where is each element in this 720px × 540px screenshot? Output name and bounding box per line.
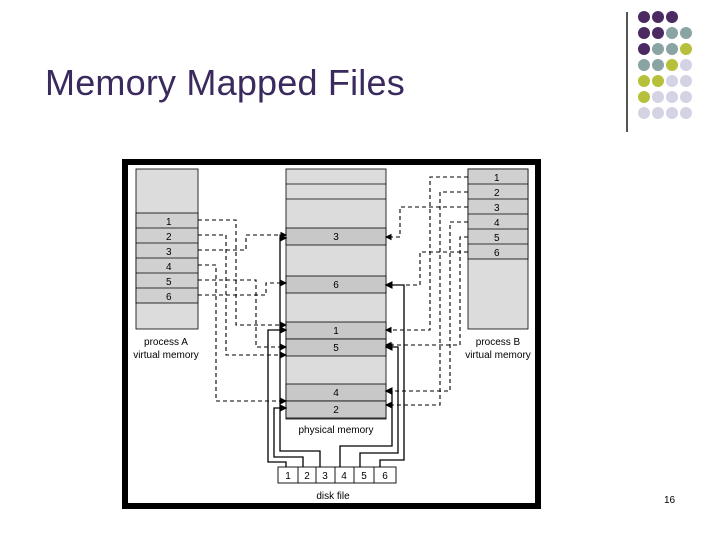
decorative-dot-grid (638, 11, 692, 119)
disk-block: 3 (322, 471, 328, 482)
disk-mappings (267, 234, 405, 467)
process-a-label: process A (144, 337, 188, 348)
decorative-dot (666, 107, 678, 119)
physical-frame: 4 (333, 388, 339, 399)
slide-title: Memory Mapped Files (45, 62, 405, 103)
decorative-dot (680, 27, 692, 39)
process-b-page: 1 (494, 173, 500, 184)
decorative-dot (666, 43, 678, 55)
decorative-dot (680, 91, 692, 103)
process-b-page: 3 (494, 203, 500, 214)
process-b-page: 4 (494, 218, 500, 229)
decorative-dot (638, 27, 650, 39)
decorative-dot (666, 11, 678, 23)
disk-block: 2 (304, 471, 310, 482)
process-b-label: process B (476, 337, 521, 348)
disk-block: 1 (285, 471, 291, 482)
decorative-dot (652, 43, 664, 55)
diagram-frame: 1 2 3 4 5 6 process A virtual memory 1 2 (122, 159, 541, 509)
process-b-sublabel: virtual memory (465, 350, 531, 361)
decorative-dot (680, 59, 692, 71)
process-a-page: 2 (166, 232, 172, 243)
page-number: 16 (664, 495, 676, 506)
physical-memory: 3 6 1 5 4 2 physical memory (285, 168, 387, 436)
diagram-canvas: 1 2 3 4 5 6 process A virtual memory 1 2 (128, 165, 535, 503)
decorative-dot (666, 75, 678, 87)
decorative-dot (652, 107, 664, 119)
process-b-mappings (384, 176, 468, 409)
process-a-mappings (198, 219, 288, 405)
decorative-dot (680, 75, 692, 87)
decorative-dot (638, 43, 650, 55)
decorative-dot (638, 91, 650, 103)
process-a-page: 5 (166, 277, 172, 288)
disk-file-label: disk file (316, 491, 350, 502)
decorative-dot (638, 11, 650, 23)
physical-frame: 5 (333, 343, 339, 354)
process-a-memory: 1 2 3 4 5 6 process A virtual memory (133, 168, 199, 361)
decorative-dot (638, 59, 650, 71)
process-b-page: 6 (494, 248, 500, 259)
decorative-dot (666, 91, 678, 103)
memory-mapping-diagram: 1 2 3 4 5 6 process A virtual memory 1 2 (133, 168, 531, 502)
process-a-page: 6 (166, 292, 172, 303)
decorative-dot (666, 59, 678, 71)
physical-memory-label: physical memory (298, 425, 373, 436)
disk-file: 1 2 3 4 5 6 disk file (277, 466, 397, 502)
process-a-page: 3 (166, 247, 172, 258)
physical-frame: 3 (333, 232, 339, 243)
decorative-dot (680, 107, 692, 119)
decorative-dot (652, 75, 664, 87)
physical-frame: 2 (333, 405, 339, 416)
decorative-dot (652, 59, 664, 71)
process-a-page: 1 (166, 217, 172, 228)
process-b-page: 2 (494, 188, 500, 199)
physical-frame: 1 (333, 326, 339, 337)
process-b-page: 5 (494, 233, 500, 244)
disk-block: 4 (341, 471, 347, 482)
decorative-dot (652, 27, 664, 39)
process-a-sublabel: virtual memory (133, 350, 199, 361)
decorative-dot (638, 75, 650, 87)
decorative-dot (680, 43, 692, 55)
decorative-dot (652, 91, 664, 103)
disk-block: 6 (382, 471, 388, 482)
decorative-dot (652, 11, 664, 23)
title-divider (626, 12, 628, 132)
disk-block: 5 (361, 471, 367, 482)
physical-frame: 6 (333, 280, 339, 291)
process-b-memory: 1 2 3 4 5 6 process B virtual memory (465, 168, 531, 361)
process-a-page: 4 (166, 262, 172, 273)
decorative-dot (666, 27, 678, 39)
decorative-dot (638, 107, 650, 119)
